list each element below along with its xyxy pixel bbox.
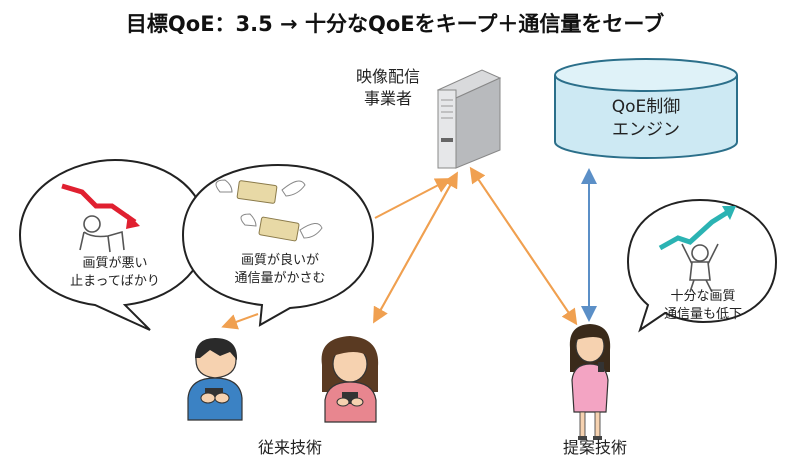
- server-icon: [436, 69, 502, 169]
- up-trend-icon: [658, 209, 730, 251]
- right-speech-bubble: [626, 198, 778, 333]
- left-speech-bubble: [18, 158, 208, 331]
- left-bubble-line1: 画質が悪い: [82, 256, 148, 271]
- engine-label: QoE制御 エンジン: [560, 96, 732, 142]
- crawling-person-icon: [79, 215, 125, 253]
- down-trend-icon: [61, 183, 137, 225]
- right-bubble-line1: 十分な画質: [670, 289, 736, 304]
- middle-bubble-line2: 通信量がかさむ: [234, 271, 326, 286]
- proposed-label: 提案技術: [562, 438, 627, 457]
- boy-user-icon: [187, 338, 243, 421]
- engine-label-line2: エンジン: [612, 120, 680, 140]
- server-label-line1: 映像配信: [355, 67, 420, 86]
- cheering-person-icon: [681, 243, 719, 293]
- server-label: 映像配信 事業者: [345, 66, 431, 110]
- left-bubble-text: 画質が悪い 止まってばかり: [40, 255, 190, 291]
- flying-money-icon: [215, 179, 306, 204]
- right-bubble-line2: 通信量も低下: [663, 307, 742, 322]
- orange-arrows: [221, 166, 578, 330]
- woman-user-icon: [569, 324, 611, 440]
- right-bubble-text: 十分な画質 通信量も低下: [638, 288, 768, 324]
- diagram-title: 目標QoE：3.5 → 十分なQoEをキープ＋通信量をセーブ: [125, 12, 665, 36]
- left-bubble-line2: 止まってばかり: [70, 274, 160, 289]
- middle-speech-bubble: [181, 163, 375, 327]
- arrow-to-left-user: [221, 313, 259, 330]
- girl-user-icon: [321, 336, 379, 423]
- flying-money-icon-2: [240, 213, 323, 242]
- server-label-line2: 事業者: [363, 89, 412, 108]
- conventional-label: 従来技術: [257, 438, 322, 457]
- engine-label-line1: QoE制御: [611, 97, 681, 117]
- engine-cylinder: [554, 58, 738, 159]
- middle-bubble-line1: 画質が良いが: [240, 253, 319, 268]
- arrow-server-to-middle-bubble: [374, 178, 452, 219]
- middle-bubble-text: 画質が良いが 通信量がかさむ: [200, 252, 360, 288]
